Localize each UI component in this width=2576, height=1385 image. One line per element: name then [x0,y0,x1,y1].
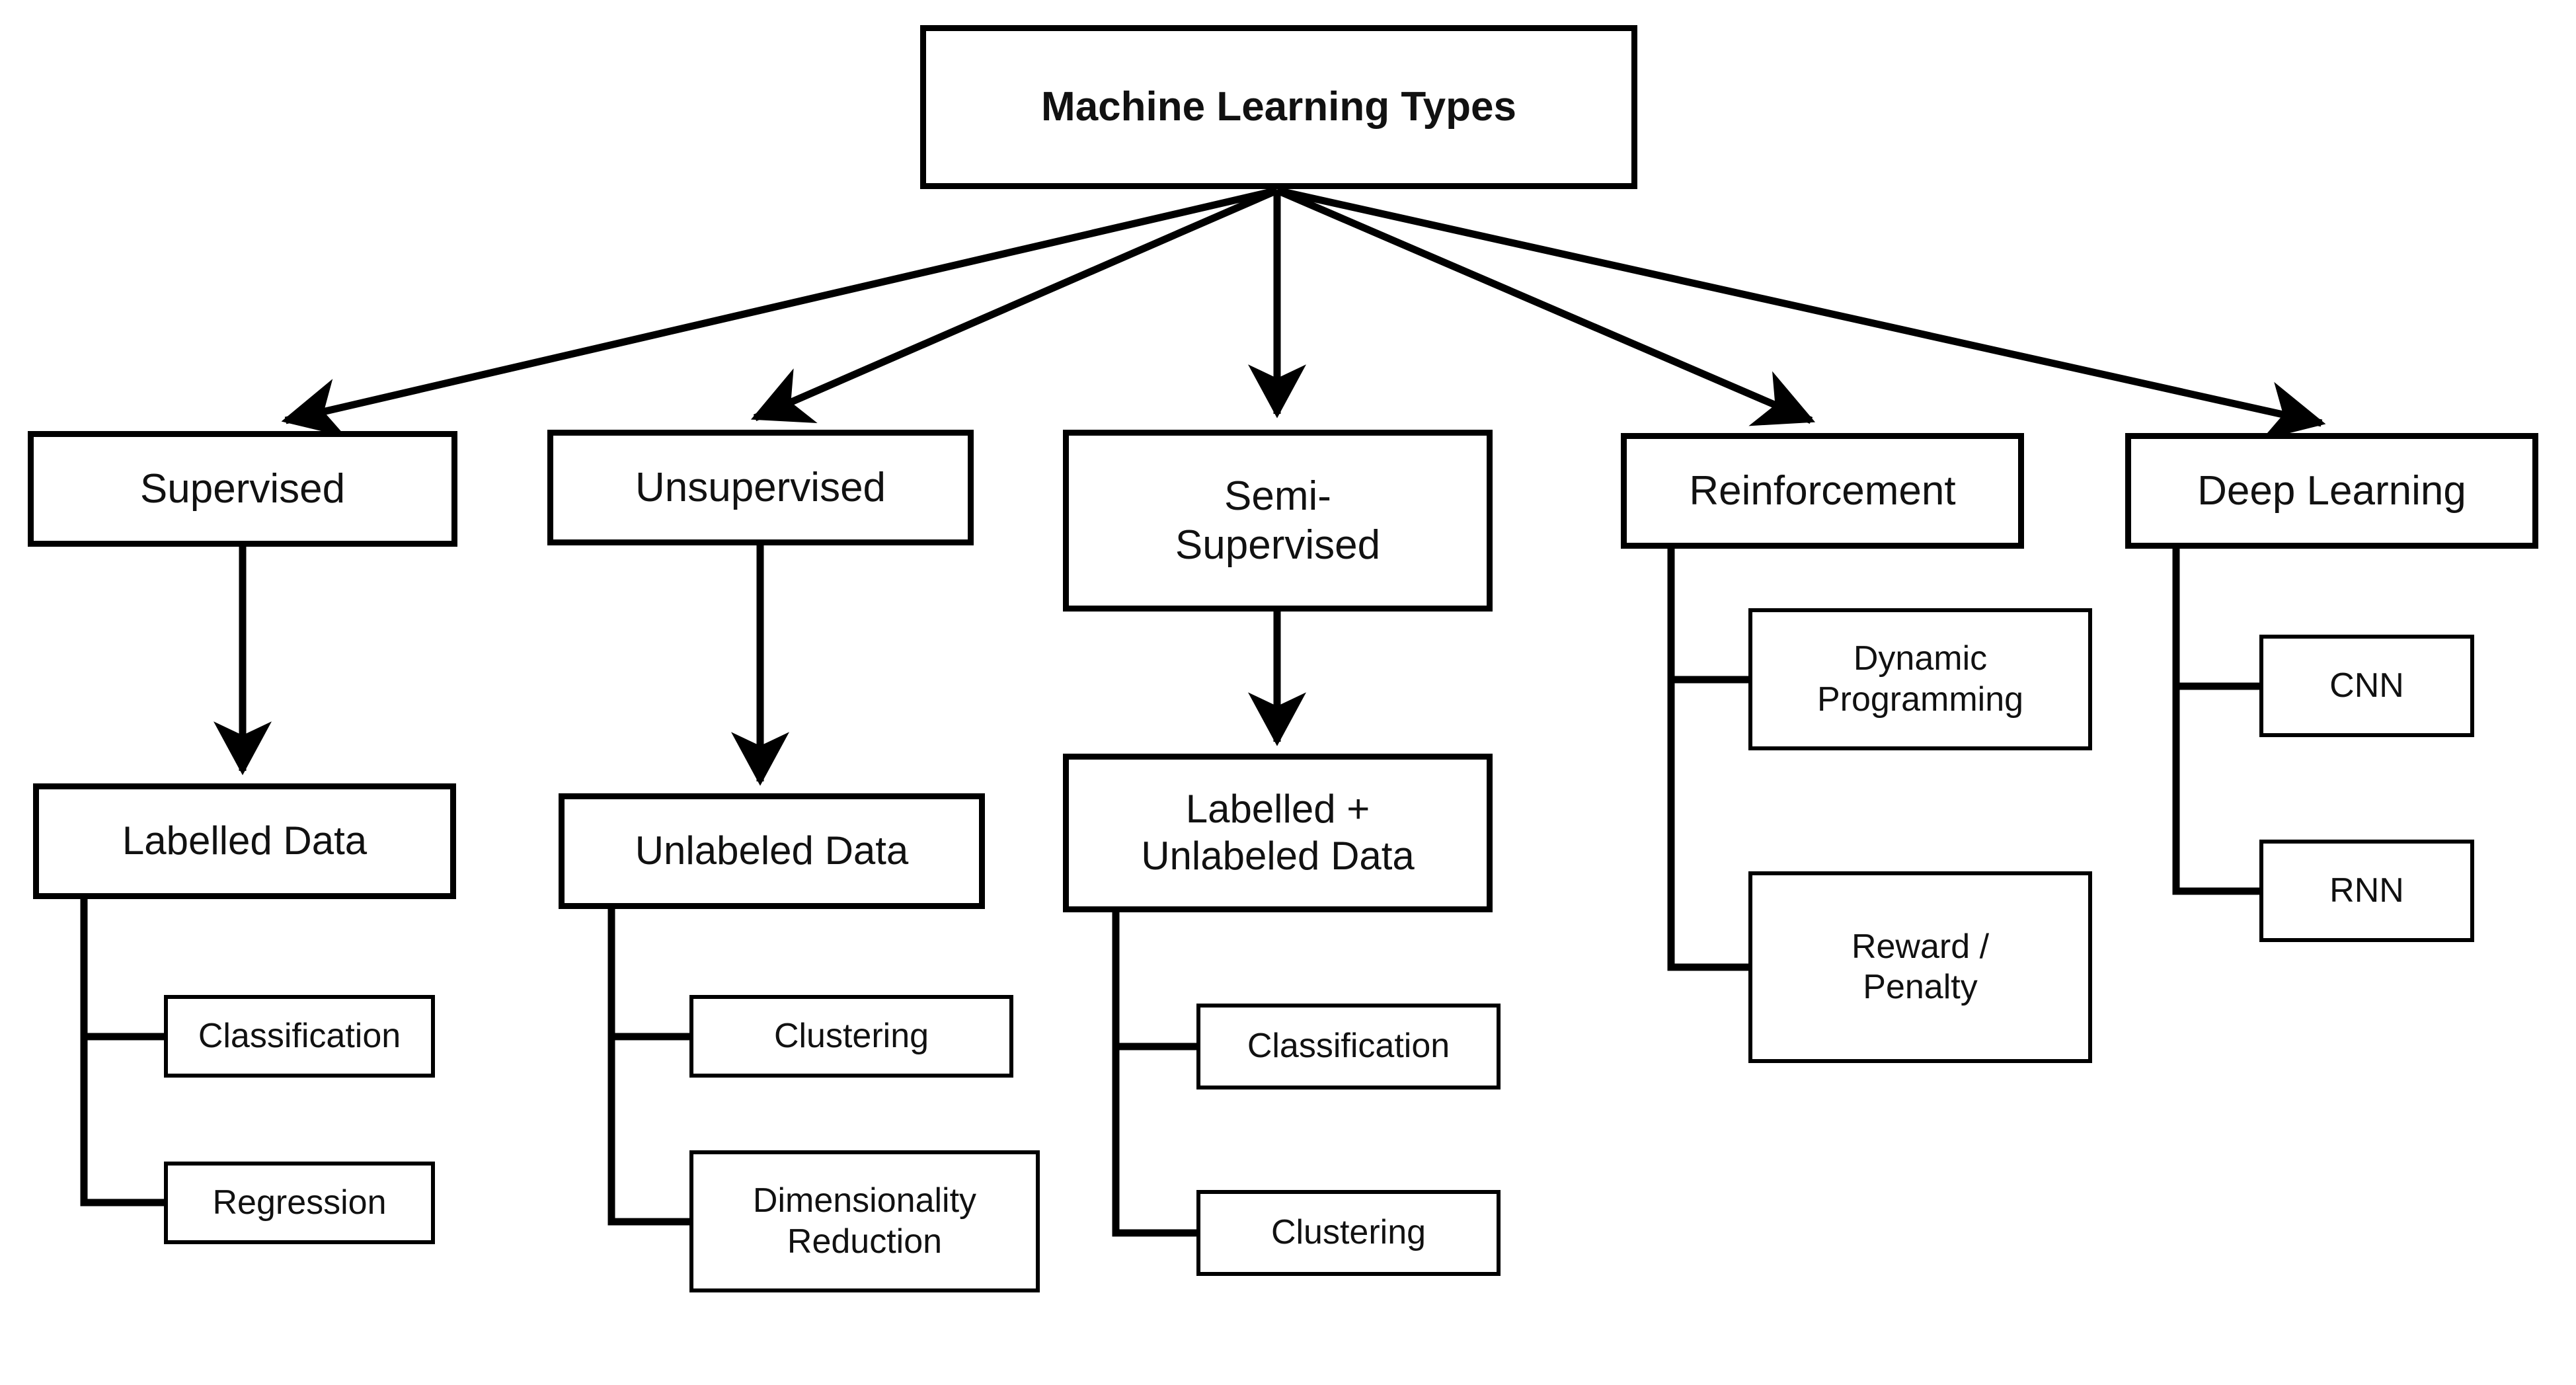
node-deep-learning-rnn[interactable]: RNN [2259,840,2474,942]
node-label: Semi- Supervised [1175,473,1381,568]
node-label: Regression [212,1183,387,1222]
node-unsupervised-dimensionality-reduction[interactable]: Dimensionality Reduction [689,1150,1040,1292]
node-reinforcement-reward-penalty[interactable]: Reward / Penalty [1748,871,2092,1063]
node-label: Labelled + Unlabeled Data [1141,787,1415,878]
elbow-supervised-leaves [80,895,168,1207]
node-label: Clustering [773,1016,929,1055]
elbow-deep-learning-leaves [2172,545,2263,895]
node-labelled-data[interactable]: Labelled Data [33,783,456,899]
node-unsupervised-clustering[interactable]: Clustering [689,995,1013,1078]
node-label: Classification [198,1016,401,1055]
arrow-to-unsupervised [750,186,1279,423]
arrow-to-supervised [281,186,1278,438]
node-label: Labelled Data [122,818,368,863]
node-unsupervised[interactable]: Unsupervised [547,430,974,545]
node-unlabeled-data[interactable]: Unlabeled Data [559,793,985,909]
node-label: Classification [1247,1027,1450,1066]
node-supervised[interactable]: Supervised [28,431,457,547]
node-semi-supervised-classification[interactable]: Classification [1196,1004,1501,1089]
node-reinforcement-dynamic-programming[interactable]: Dynamic Programming [1748,608,2092,750]
node-label: Unlabeled Data [635,828,909,873]
node-label: Unsupervised [635,464,886,510]
elbow-unsupervised-leaves [607,905,693,1226]
elbow-reinforcement-leaves [1667,545,1752,971]
node-deep-learning[interactable]: Deep Learning [2125,433,2538,549]
node-semi-supervised[interactable]: Semi- Supervised [1063,430,1493,612]
node-label: Supervised [139,465,346,512]
arrow-to-reinforcement [1275,186,1816,426]
branch-vertical-arrows [214,545,1306,786]
root-fan-arrows [281,186,2326,440]
node-supervised-regression[interactable]: Regression [164,1162,435,1244]
node-supervised-classification[interactable]: Classification [164,995,435,1078]
node-machine-learning-types[interactable]: Machine Learning Types [920,25,1637,189]
node-label: RNN [2329,871,2404,910]
node-label: Machine Learning Types [1041,84,1516,130]
node-semi-supervised-clustering[interactable]: Clustering [1196,1190,1501,1276]
node-label: Dynamic Programming [1816,639,2024,719]
node-label: Deep Learning [2197,467,2466,514]
elbow-connectors [80,545,2263,1237]
node-label: CNN [2329,666,2404,705]
node-label: Clustering [1270,1213,1426,1252]
node-label: Reward / Penalty [1851,927,1990,1006]
elbow-semi-leaves [1112,908,1200,1237]
node-labelled-plus-unlabeled-data[interactable]: Labelled + Unlabeled Data [1063,754,1493,912]
node-deep-learning-cnn[interactable]: CNN [2259,635,2474,737]
arrow-to-deep-learning [1276,186,2326,440]
node-label: Reinforcement [1689,467,1956,514]
node-reinforcement[interactable]: Reinforcement [1621,433,2024,549]
node-label: Dimensionality Reduction [752,1181,977,1261]
